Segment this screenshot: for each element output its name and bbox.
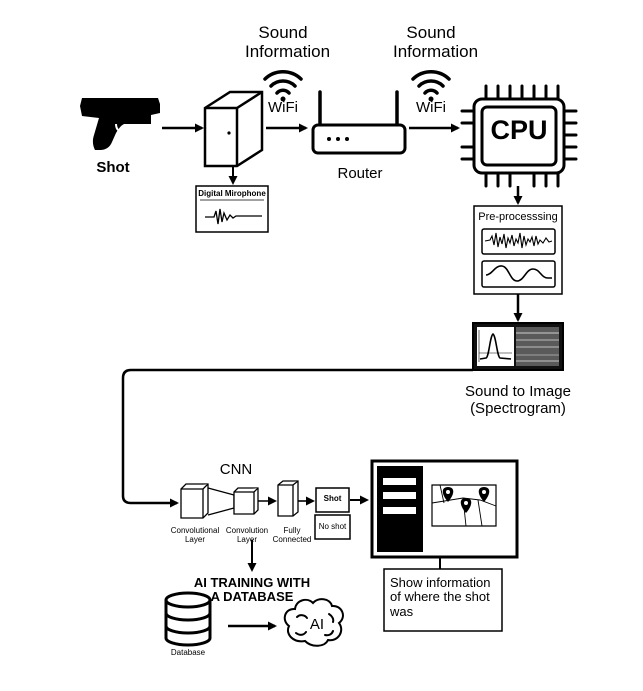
output-shot-label: Shot bbox=[323, 494, 342, 503]
digital-microphone-label: Digital Mirophone bbox=[198, 189, 266, 198]
sound-information-label-2: Sound Information bbox=[393, 23, 479, 61]
fully-connected-label: Fully Connected bbox=[272, 526, 312, 544]
wifi-label-1: WiFi bbox=[268, 99, 298, 116]
router-icon bbox=[311, 90, 407, 155]
convolution-layer-label: Convolution Layer bbox=[225, 526, 269, 544]
shot-label: Shot bbox=[96, 159, 130, 176]
show-info-box bbox=[383, 568, 503, 632]
arrow-spectrogram-to-cnn bbox=[121, 368, 473, 508]
spectrogram-panel bbox=[472, 322, 564, 371]
cnn-label: CNN bbox=[219, 461, 253, 478]
router-label: Router bbox=[337, 165, 383, 182]
sound-information-label-1: Sound Information bbox=[245, 23, 331, 61]
map-screen bbox=[370, 459, 519, 569]
digital-microphone-card bbox=[195, 185, 269, 233]
cpu-label: CPU bbox=[490, 115, 548, 145]
show-information-label: Show information of where the shot was bbox=[390, 575, 491, 619]
wifi-label-2: WiFi bbox=[416, 99, 446, 116]
database-icon bbox=[164, 591, 212, 647]
ai-brain-label: AI bbox=[309, 616, 325, 633]
cnn-block bbox=[180, 480, 351, 540]
preprocessing-label: Pre-processsing bbox=[478, 211, 558, 223]
sound-to-image-label: Sound to Image (Spectrogram) bbox=[465, 383, 571, 417]
wifi-icon bbox=[263, 70, 303, 102]
wifi-icon bbox=[411, 70, 451, 102]
microphone-unit-icon bbox=[203, 90, 264, 168]
database-label: Database bbox=[170, 648, 206, 657]
ai-training-label: AI TRAINING WITH A DATABASE bbox=[193, 575, 311, 605]
cpu-chip-icon bbox=[460, 84, 578, 188]
convolutional-layer-label: Convolutional Layer bbox=[170, 526, 220, 544]
map-pin-icon bbox=[431, 484, 497, 527]
preprocessing-panel bbox=[473, 205, 563, 295]
pistol-icon bbox=[80, 98, 160, 150]
brain-icon bbox=[283, 598, 344, 647]
output-no-shot-label: No shot bbox=[318, 522, 347, 531]
